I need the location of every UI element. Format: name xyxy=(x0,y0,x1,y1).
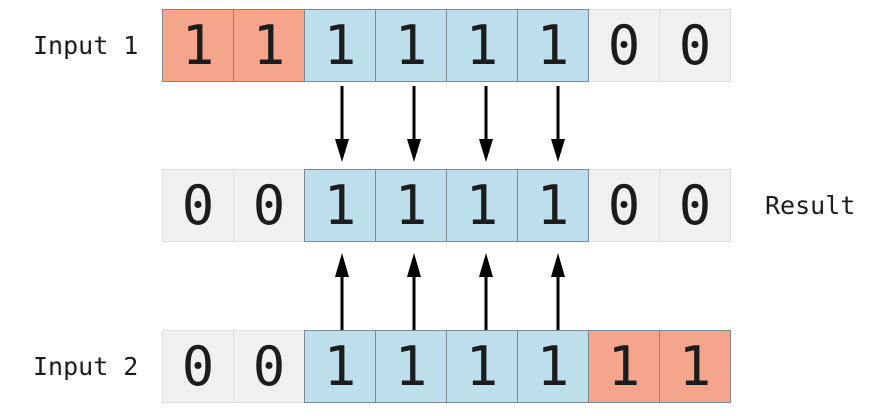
bit-cell: 0 xyxy=(233,169,305,242)
bit-cell: 1 xyxy=(517,169,589,242)
bit-cell: 0 xyxy=(233,330,305,403)
bit-cell: 1 xyxy=(446,169,518,242)
bit-cell: 1 xyxy=(304,169,376,242)
input1-label: Input 1 xyxy=(33,31,139,60)
bit-cell: 1 xyxy=(375,169,447,242)
input1-row: 1 1 1 1 1 1 0 0 xyxy=(162,9,731,82)
bit-cell: 1 xyxy=(446,9,518,82)
bit-cell: 0 xyxy=(588,9,660,82)
up-arrow-icon xyxy=(335,253,349,330)
bit-cell: 1 xyxy=(517,330,589,403)
down-arrow-icon xyxy=(479,86,493,162)
bit-cell: 1 xyxy=(588,330,660,403)
bit-cell: 1 xyxy=(375,330,447,403)
bit-cell: 1 xyxy=(517,9,589,82)
bit-cell: 0 xyxy=(659,169,731,242)
down-arrow-icon xyxy=(407,86,421,162)
bit-cell: 0 xyxy=(162,169,234,242)
up-arrow-icon xyxy=(551,253,565,330)
up-arrow-icon xyxy=(407,253,421,330)
input2-row: 0 0 1 1 1 1 1 1 xyxy=(162,330,731,403)
down-arrow-icon xyxy=(551,86,565,162)
result-label: Result xyxy=(765,191,856,220)
bit-cell: 1 xyxy=(446,330,518,403)
bit-cell: 1 xyxy=(304,9,376,82)
bit-cell: 1 xyxy=(233,9,305,82)
bit-cell: 1 xyxy=(162,9,234,82)
result-row: 0 0 1 1 1 1 0 0 xyxy=(162,169,731,242)
bit-cell: 0 xyxy=(162,330,234,403)
bit-cell: 1 xyxy=(659,330,731,403)
input2-label: Input 2 xyxy=(33,352,139,381)
down-arrow-icon xyxy=(335,86,349,162)
bit-cell: 1 xyxy=(304,330,376,403)
bit-cell: 0 xyxy=(588,169,660,242)
up-arrow-icon xyxy=(479,253,493,330)
bit-cell: 1 xyxy=(375,9,447,82)
bit-cell: 0 xyxy=(659,9,731,82)
